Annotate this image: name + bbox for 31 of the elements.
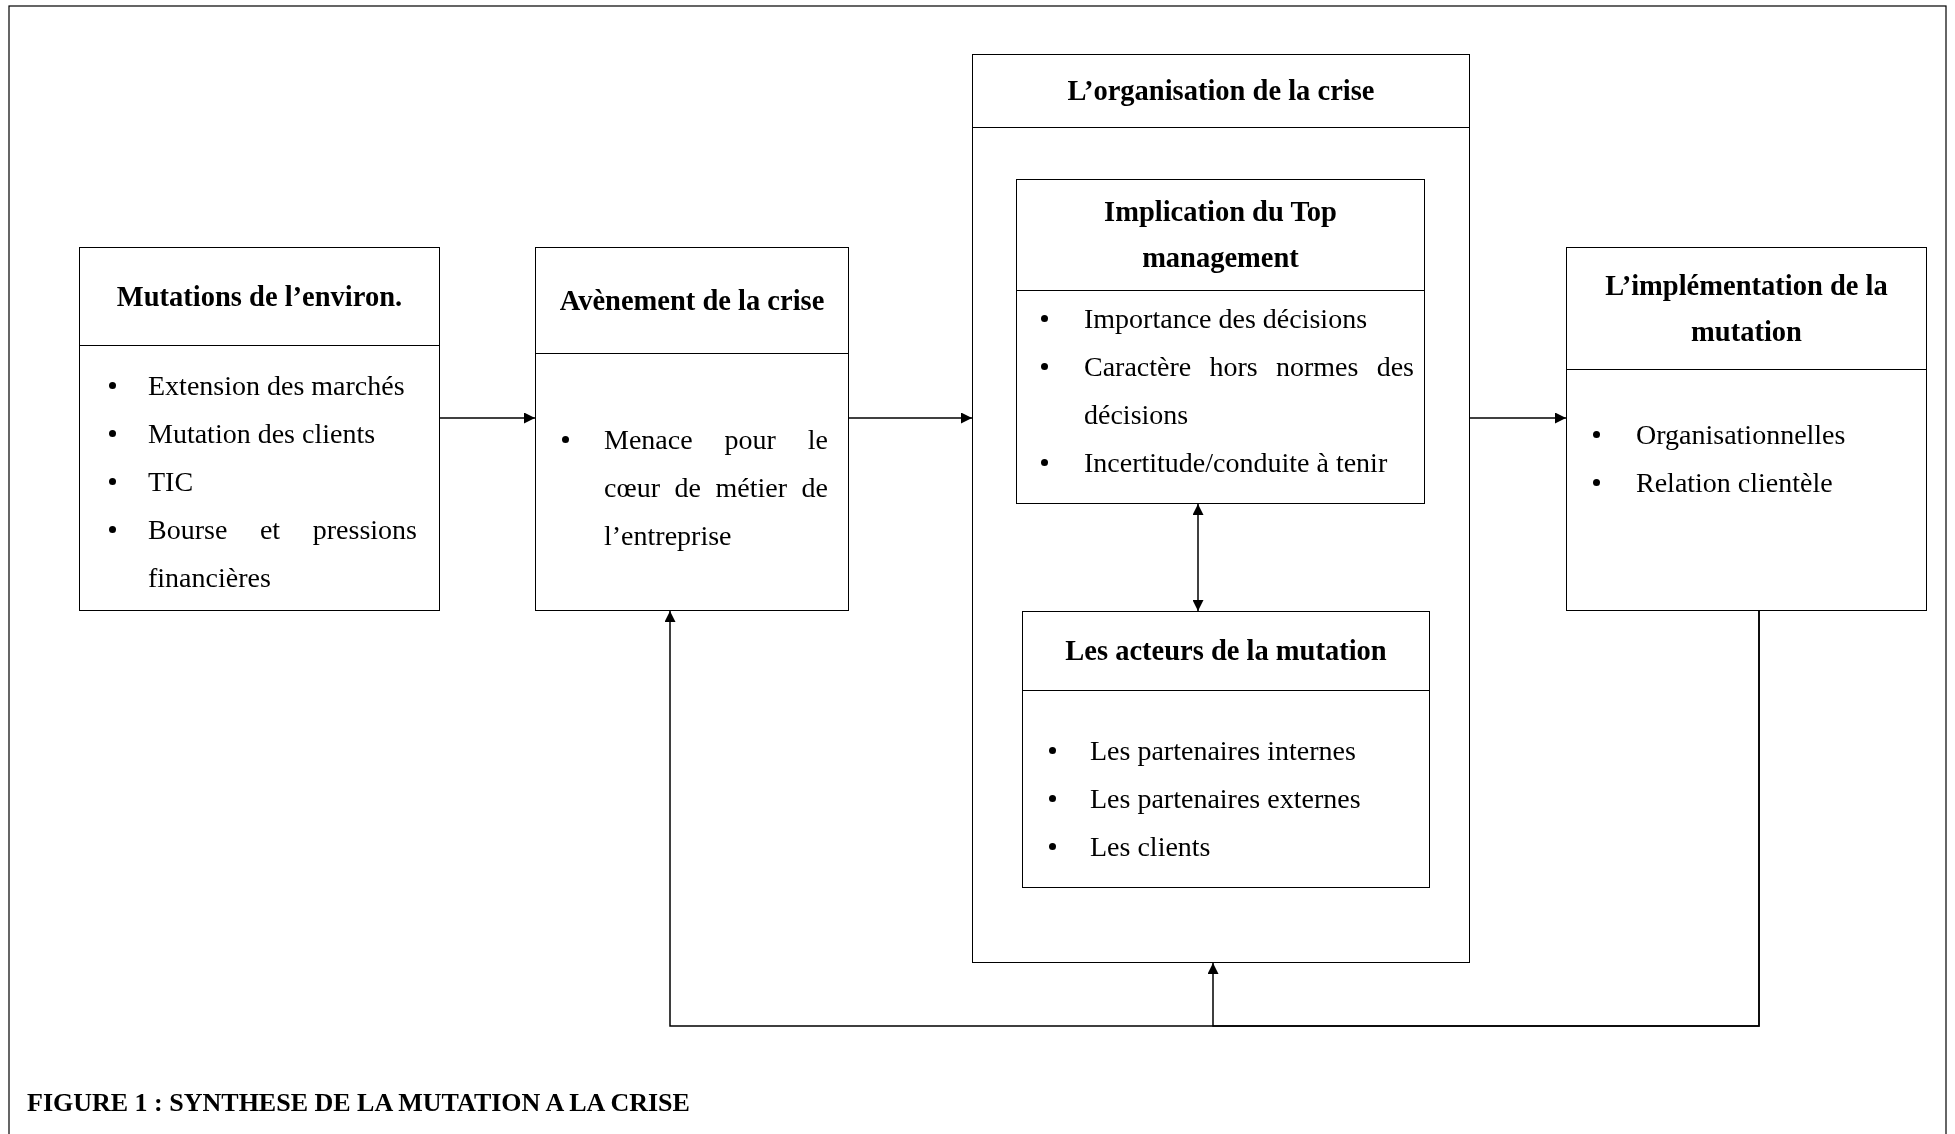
connector-arrow <box>1469 412 1567 424</box>
bullet-item: Les partenaires internes <box>1049 727 1419 775</box>
box-heading: Avènement de la crise <box>558 283 826 318</box>
bullet-item: Organisationnelles <box>1593 411 1906 459</box>
bullet-item: Mutation des clients <box>109 410 417 458</box>
bullet-item: Incertitude/conduite à tenir <box>1041 439 1414 487</box>
bullet-item: Extension des marchés <box>109 362 417 410</box>
connector-arrow <box>439 412 536 424</box>
bullet-item: Les clients <box>1049 823 1419 871</box>
connector-arrow <box>848 412 973 424</box>
box-heading: L’organisation de la crise <box>1066 74 1376 108</box>
process-box <box>972 54 1470 963</box>
bullet-item: Les partenaires externes <box>1049 775 1419 823</box>
process-box <box>1566 247 1927 611</box>
process-box <box>1022 611 1430 888</box>
figure-caption: FIGURE 1 : SYNTHESE DE LA MUTATION A LA CRISE <box>27 1088 690 1118</box>
bullet-item: TIC <box>109 458 417 506</box>
bullet-item: Caractère hors normes des décisions <box>1041 343 1414 439</box>
process-box <box>1016 179 1425 504</box>
box-heading: Implication du Top management <box>1103 195 1338 275</box>
box-heading: L’implémentation de la mutation <box>1604 268 1889 349</box>
connector-arrow <box>1192 503 1204 612</box>
bullet-item: Menace pour le cœur de métier de l’entreprise <box>562 416 828 560</box>
process-box <box>79 247 440 611</box>
process-box <box>535 247 849 611</box>
box-heading: Mutations de l’environ. <box>115 279 404 314</box>
bullet-item: Relation clientèle <box>1593 459 1906 507</box>
bullet-item: Bourse et pressions financières <box>109 506 417 602</box>
bullet-item: Importance des décisions <box>1041 295 1414 343</box>
connector-arrow <box>1207 610 1760 1027</box>
box-heading: Les acteurs de la mutation <box>1064 634 1388 668</box>
